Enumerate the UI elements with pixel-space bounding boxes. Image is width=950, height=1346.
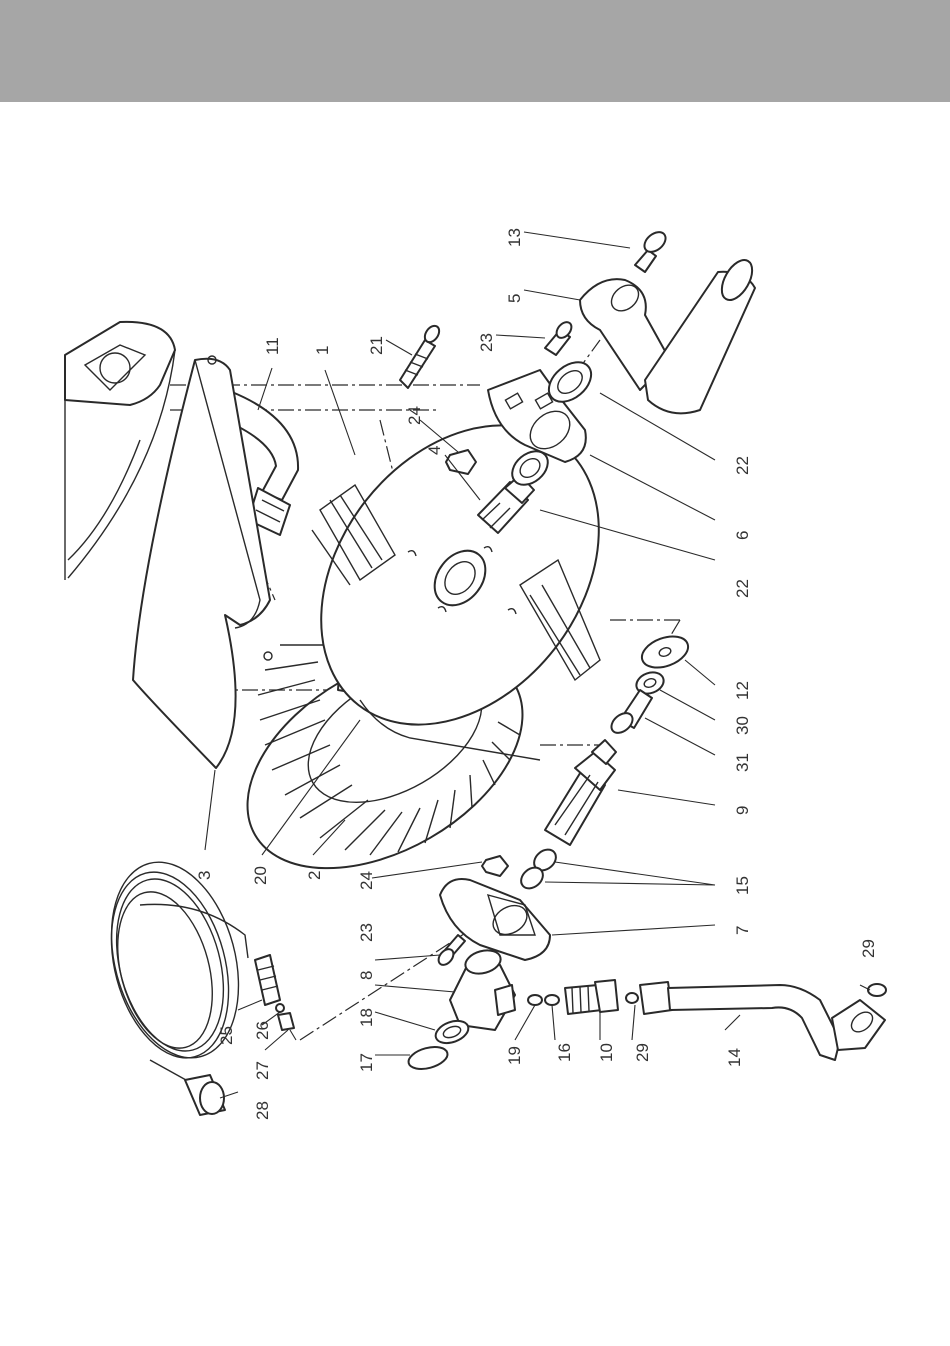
- elbow-fitting: [450, 947, 515, 1030]
- callout-11: 11: [263, 337, 282, 355]
- hose-fitting: [255, 955, 280, 1005]
- connection-pipe: [640, 982, 885, 1060]
- callout-10: 10: [597, 1043, 616, 1062]
- callout-30: 30: [733, 716, 752, 735]
- short-bolt: [608, 690, 652, 737]
- long-screw: [400, 323, 442, 388]
- callout-17: 17: [357, 1053, 376, 1072]
- callout-21: 21: [367, 336, 386, 355]
- seal-16: [545, 995, 559, 1005]
- screw-lower: [436, 935, 465, 968]
- swivel-joint: [545, 740, 616, 845]
- flat-washer: [638, 631, 693, 674]
- callout-1: 1: [313, 346, 332, 355]
- callout-7: 7: [733, 926, 752, 935]
- callout-8: 8: [357, 971, 376, 980]
- hex-nut-lower: [482, 856, 508, 876]
- crank-handle: [580, 255, 758, 413]
- callout-16: 16: [555, 1043, 574, 1062]
- o-rings: [517, 845, 560, 892]
- small-o-ring: [276, 1004, 284, 1012]
- callout-14: 14: [725, 1048, 744, 1067]
- callout-3: 3: [195, 871, 214, 880]
- callout-27: 27: [253, 1061, 272, 1080]
- seal-29-b: [868, 984, 886, 996]
- callout-12: 12: [733, 681, 752, 700]
- callout-25: 25: [217, 1026, 236, 1045]
- hose-coil: [91, 848, 259, 1115]
- callout-22-inner: 22: [733, 579, 752, 598]
- handle-screw: [635, 228, 669, 272]
- threaded-nipple: [565, 980, 618, 1014]
- callout-9: 9: [733, 806, 752, 815]
- insert-filter: [278, 1013, 294, 1030]
- screw-upper: [545, 319, 574, 355]
- callout-20: 20: [251, 866, 270, 885]
- callout-15: 15: [733, 876, 752, 895]
- callout-28: 28: [253, 1101, 272, 1120]
- callout-22-outer: 22: [733, 456, 752, 475]
- callout-23-lower: 23: [357, 923, 376, 942]
- callout-5: 5: [505, 294, 524, 303]
- retaining-clip: [406, 1043, 450, 1073]
- callout-18: 18: [357, 1008, 376, 1027]
- callout-6: 6: [733, 531, 752, 540]
- callout-4: 4: [425, 446, 444, 455]
- callout-24-upper: 24: [405, 406, 424, 425]
- callout-29-right: 29: [859, 939, 878, 958]
- callout-31: 31: [733, 753, 752, 772]
- callout-24-lower: 24: [357, 871, 376, 890]
- callout-13: 13: [505, 228, 524, 247]
- callout-26: 26: [253, 1021, 272, 1040]
- callout-19: 19: [505, 1046, 524, 1065]
- seal-29-a: [626, 993, 638, 1003]
- seal-19: [528, 995, 542, 1005]
- callout-2: 2: [305, 871, 324, 880]
- callout-29-left: 29: [633, 1043, 652, 1062]
- callout-23-upper: 23: [477, 333, 496, 352]
